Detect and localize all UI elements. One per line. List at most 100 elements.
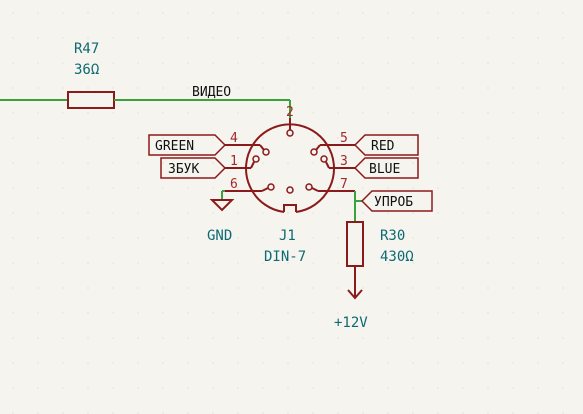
vcc-arrow-symbol[interactable] [347,289,363,300]
grid-dot [437,137,439,139]
grid-dot [187,162,189,164]
grid-dot [237,337,239,339]
resistor-r47[interactable] [67,91,115,109]
grid-dot [462,12,464,14]
grid-dot [237,237,239,239]
grid-dot [487,387,489,389]
grid-dot [12,137,14,139]
grid-dot [212,312,214,314]
net-label-blue-box[interactable] [353,157,419,179]
grid-dot [437,212,439,214]
grid-dot [187,387,189,389]
grid-dot [212,212,214,214]
grid-dot [287,337,289,339]
j1-ref: J1 [279,228,296,244]
grid-dot [512,37,514,39]
grid-dot [187,62,189,64]
grid-dot [212,362,214,364]
grid-dot [287,362,289,364]
grid-dot [137,337,139,339]
grid-dot [187,112,189,114]
grid-dot [387,312,389,314]
grid-dot [212,337,214,339]
grid-dot [462,287,464,289]
grid-dot [462,237,464,239]
grid-dot [312,137,314,139]
grid-dot [362,312,364,314]
r47-ref: R47 [74,41,99,57]
pin7-lead [311,187,319,192]
pin1-lead [250,161,255,169]
grid-dot [562,287,564,289]
net-label-upr: УПРОБ [374,195,413,210]
grid-dot [112,112,114,114]
grid-dot [37,187,39,189]
grid-dot [387,112,389,114]
grid-dot [537,312,539,314]
grid-dot [12,337,14,339]
grid-dot [87,287,89,289]
resistor-r30[interactable] [346,221,364,267]
grid-dot [112,337,114,339]
grid-dot [112,162,114,164]
grid-dot [262,262,264,264]
pin3-lead [325,161,330,169]
grid-dot [537,362,539,364]
net-label-upr-box[interactable] [360,190,433,212]
grid-dot [562,87,564,89]
connector-j1[interactable] [225,118,355,213]
grid-dot [312,37,314,39]
grid-dot [87,162,89,164]
grid-dot [287,287,289,289]
grid-dot [462,387,464,389]
grid-dot [337,387,339,389]
pin5-lead [315,144,321,151]
grid-dot [162,37,164,39]
grid-dot [312,362,314,364]
grid-dot [37,87,39,89]
grid-dot [437,362,439,364]
grid-dot [212,162,214,164]
grid-dot [137,237,139,239]
grid-dot [137,37,139,39]
net-label-red-box[interactable] [353,134,419,156]
grid-dot [262,162,264,164]
pin5-contact [310,148,318,156]
grid-dot [537,62,539,64]
grid-dot [562,412,564,414]
grid-dot [362,112,364,114]
grid-dot [187,187,189,189]
grid-dot [87,62,89,64]
grid-dot [312,12,314,14]
grid-dot [512,87,514,89]
grid-dot [362,62,364,64]
grid-dot [62,337,64,339]
grid-dot [562,187,564,189]
grid-dot [287,212,289,214]
grid-dot [437,87,439,89]
grid-dot [137,312,139,314]
grid-dot [37,287,39,289]
grid-dot [237,12,239,14]
grid-dot [512,137,514,139]
grid-dot [137,187,139,189]
grid-dot [437,337,439,339]
grid-dot [512,112,514,114]
grid-dot [512,212,514,214]
grid-dot [412,162,414,164]
net-label-green-box[interactable] [148,134,227,156]
grid-dot [337,187,339,189]
grid-dot [12,212,14,214]
grid-dot [12,37,14,39]
grid-dot [187,362,189,364]
grid-dot [37,362,39,364]
grid-dot [62,162,64,164]
grid-dot [37,262,39,264]
grid-dot [537,37,539,39]
grid-dot [62,262,64,264]
ground-symbol[interactable] [209,199,235,212]
grid-dot [387,262,389,264]
grid-dot [262,212,264,214]
grid-dot [437,187,439,189]
net-label-sound-box[interactable] [160,157,227,179]
